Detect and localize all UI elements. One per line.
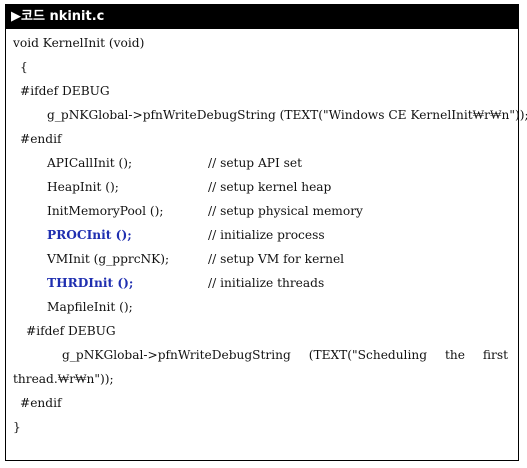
code-line-12: MapfileInit (); [47, 300, 133, 314]
code-comment: // setup API set [208, 156, 303, 170]
code-word: (TEXT("Scheduling [308, 348, 427, 362]
code-line-17: } [13, 420, 21, 434]
code-comment: // setup VM for kernel [208, 252, 345, 266]
code-line-2: { [20, 60, 28, 74]
code-line-10: VMInit (g_pprcNK); // setup VM for kerne… [47, 247, 507, 271]
code-line-15: thread.₩r₩n")); [13, 372, 114, 386]
code-statement: InitMemoryPool (); [47, 204, 164, 218]
code-line-16: #endif [20, 396, 62, 410]
code-word: first [482, 348, 508, 362]
code-comment: // initialize threads [208, 276, 325, 290]
code-comment: // initialize process [208, 228, 325, 242]
code-line-13: #ifdef DEBUG [26, 324, 116, 338]
code-line-11: THRDInit (); // initialize threads [47, 271, 507, 295]
code-comment: // setup physical memory [208, 204, 363, 218]
code-word: g_pNKGlobal->pfnWriteDebugString [62, 348, 291, 362]
listing-header: ▶코드 nkinit.c [6, 5, 518, 29]
code-comment: // setup kernel heap [208, 180, 332, 194]
code-line-3: #ifdef DEBUG [20, 84, 110, 98]
code-line-14: g_pNKGlobal->pfnWriteDebugString (TEXT("… [62, 343, 508, 367]
code-line-8: InitMemoryPool (); // setup physical mem… [47, 199, 507, 223]
code-statement: HeapInit (); [47, 180, 119, 194]
code-statement-highlighted: THRDInit (); [47, 276, 134, 290]
code-line-1: void KernelInit (void) [13, 36, 145, 50]
code-line-7: HeapInit (); // setup kernel heap [47, 175, 507, 199]
code-statement-highlighted: PROCInit (); [47, 228, 132, 242]
code-line-6: APICallInit (); // setup API set [47, 151, 507, 175]
code-listing-box: ▶코드 nkinit.c void KernelInit (void) { #i… [5, 4, 527, 461]
code-line-4: g_pNKGlobal->pfnWriteDebugString (TEXT("… [47, 108, 527, 122]
code-statement: VMInit (g_pprcNK); [47, 252, 170, 266]
code-line-9: PROCInit (); // initialize process [47, 223, 507, 247]
code-line-5: #endif [20, 132, 62, 146]
code-word: the [444, 348, 465, 362]
code-statement: APICallInit (); [47, 156, 133, 170]
